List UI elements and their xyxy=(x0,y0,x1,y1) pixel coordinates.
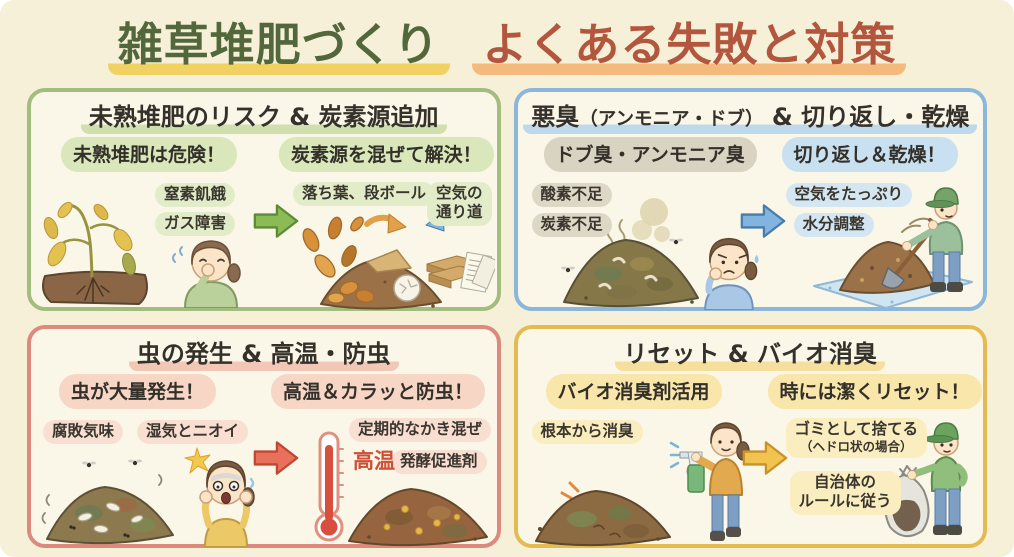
maggot-compost-pile-illustration xyxy=(41,459,174,545)
woman-spraying-deodorizer-illustration xyxy=(669,422,750,541)
panel-immature-compost: 未熟堆肥のリスク & 炭素源追加 未熟堆肥は危険！ 炭素源を混ぜて解決！ 窒素飢… xyxy=(27,88,501,311)
hot-compost-pile-illustration xyxy=(348,488,488,547)
panel4-solution-heading: 時には潔くリセット！ xyxy=(767,374,982,409)
panel3-solution-heading: 高温＆カラッと防虫！ xyxy=(271,374,486,409)
panel4-dispose-main: ゴミとして捨てる xyxy=(794,420,919,438)
shocked-girl-illustration xyxy=(184,447,255,547)
panel2-title-text: 悪臭（アンモニア・ドブ） & 切り返し・乾燥 xyxy=(523,103,978,134)
compost-pile-with-cardboard-illustration xyxy=(320,249,442,310)
smelly-compost-pile-illustration xyxy=(560,198,699,308)
panel4-problem-heading: バイオ消臭剤活用 xyxy=(545,374,722,409)
panel3-problem-heading: 虫が大量発生！ xyxy=(59,374,217,409)
girl-pinching-nose-illustration xyxy=(172,240,241,308)
panel3-solution-label-accelerant: 発酵促進剤 xyxy=(391,450,487,475)
wilted-plant-illustration xyxy=(42,201,148,305)
panel2-title-main: 悪臭 xyxy=(531,103,580,131)
paper-stack-illustration xyxy=(426,251,495,293)
panel4-title: リセット & バイオ消臭 xyxy=(518,334,984,371)
panel3-problem-label-humidity: 湿気とニオイ xyxy=(137,420,249,445)
panel2-title-rest: & 切り返し・乾燥 xyxy=(763,103,970,131)
panel4-problem-label-root: 根本から消臭 xyxy=(531,420,643,445)
panel1-problem-heading: 未熟堆肥は危険！ xyxy=(61,137,238,172)
panel2-solution-heading: 切り返し＆乾燥！ xyxy=(781,137,958,172)
panel4-title-text: リセット & バイオ消臭 xyxy=(615,340,886,371)
panel3-title-text: 虫の発生 & 高温・防虫 xyxy=(128,340,399,371)
panel2-problem-label-carbon: 炭素不足 xyxy=(531,213,612,238)
page-title: 雑草堆肥づくり よくある失敗と対策 xyxy=(0,8,1014,75)
man-shoveling-compost-on-tarp-illustration xyxy=(812,187,973,309)
panel2-solution-label-moisture: 水分調整 xyxy=(793,213,874,238)
panel2-title: 悪臭（アンモニア・ドブ） & 切り返し・乾燥 xyxy=(518,97,984,134)
panel4-solution-label-dispose: ゴミとして捨てる（ヘドロ状の場合） xyxy=(785,418,928,458)
blue-right-arrow-icon xyxy=(740,204,785,238)
panel2-problem-heading: ドブ臭・アンモニア臭 xyxy=(543,137,757,172)
panel1-title: 未熟堆肥のリスク & 炭素源追加 xyxy=(31,97,497,134)
panel4-solution-label-rules: 自治体の ルールに従う xyxy=(789,471,901,515)
panel1-problem-label-nitrogen: 窒素飢餓 xyxy=(155,183,236,208)
panel1-solution-label-airway: 空気の 通り道 xyxy=(427,182,492,226)
panel-insects: 虫の発生 & 高温・防虫 虫が大量発生！ 高温＆カラッと防虫！ 腐敗気味 湿気と… xyxy=(27,325,501,548)
falling-leaves-illustration xyxy=(302,216,364,278)
panel3-problem-label-rot: 腐敗気味 xyxy=(43,420,124,445)
panel3-high-temp-label: 高温 xyxy=(353,449,395,473)
thermometer-high-illustration xyxy=(314,431,344,542)
panel3-title: 虫の発生 & 高温・防虫 xyxy=(31,334,497,371)
panel4-dispose-sub: （ヘドロ状の場合） xyxy=(800,439,913,455)
green-right-arrow-icon xyxy=(253,204,299,238)
page-title-red: よくある失敗と対策 xyxy=(472,18,907,75)
worried-woman-illustration xyxy=(703,237,759,310)
panel-reset-deodorize: リセット & バイオ消臭 バイオ消臭剤活用 時には潔くリセット！ 根本から消臭 … xyxy=(513,325,987,548)
panel1-solution-heading: 炭素源を混ぜて解決！ xyxy=(279,137,494,172)
compost-pile-illustration xyxy=(534,481,671,547)
panel2-solution-label-air: 空気をたっぷり xyxy=(785,183,913,208)
yellow-right-arrow-icon xyxy=(742,441,787,475)
panel-grid: 未熟堆肥のリスク & 炭素源追加 未熟堆肥は危険！ 炭素源を混ぜて解決！ 窒素飢… xyxy=(27,88,987,548)
panel2-problem-label-oxygen: 酸素不足 xyxy=(531,183,612,208)
panel2-title-paren: （アンモニア・ドブ） xyxy=(579,109,764,130)
panel3-solution-label-stir: 定期的なかき混ぜ xyxy=(349,418,492,443)
red-right-arrow-icon xyxy=(253,441,299,475)
page-title-green: 雑草堆肥づくり xyxy=(107,18,450,75)
panel1-problem-label-gas: ガス障害 xyxy=(155,212,236,237)
panel-bad-smell: 悪臭（アンモニア・ドブ） & 切り返し・乾燥 ドブ臭・アンモニア臭 切り返し＆乾… xyxy=(513,88,987,311)
panel1-solution-label-leaves: 落ち葉、段ボール xyxy=(293,182,436,207)
panel1-title-text: 未熟堆肥のリスク & 炭素源追加 xyxy=(80,103,447,134)
curve-arrow-orange-icon xyxy=(364,213,407,234)
